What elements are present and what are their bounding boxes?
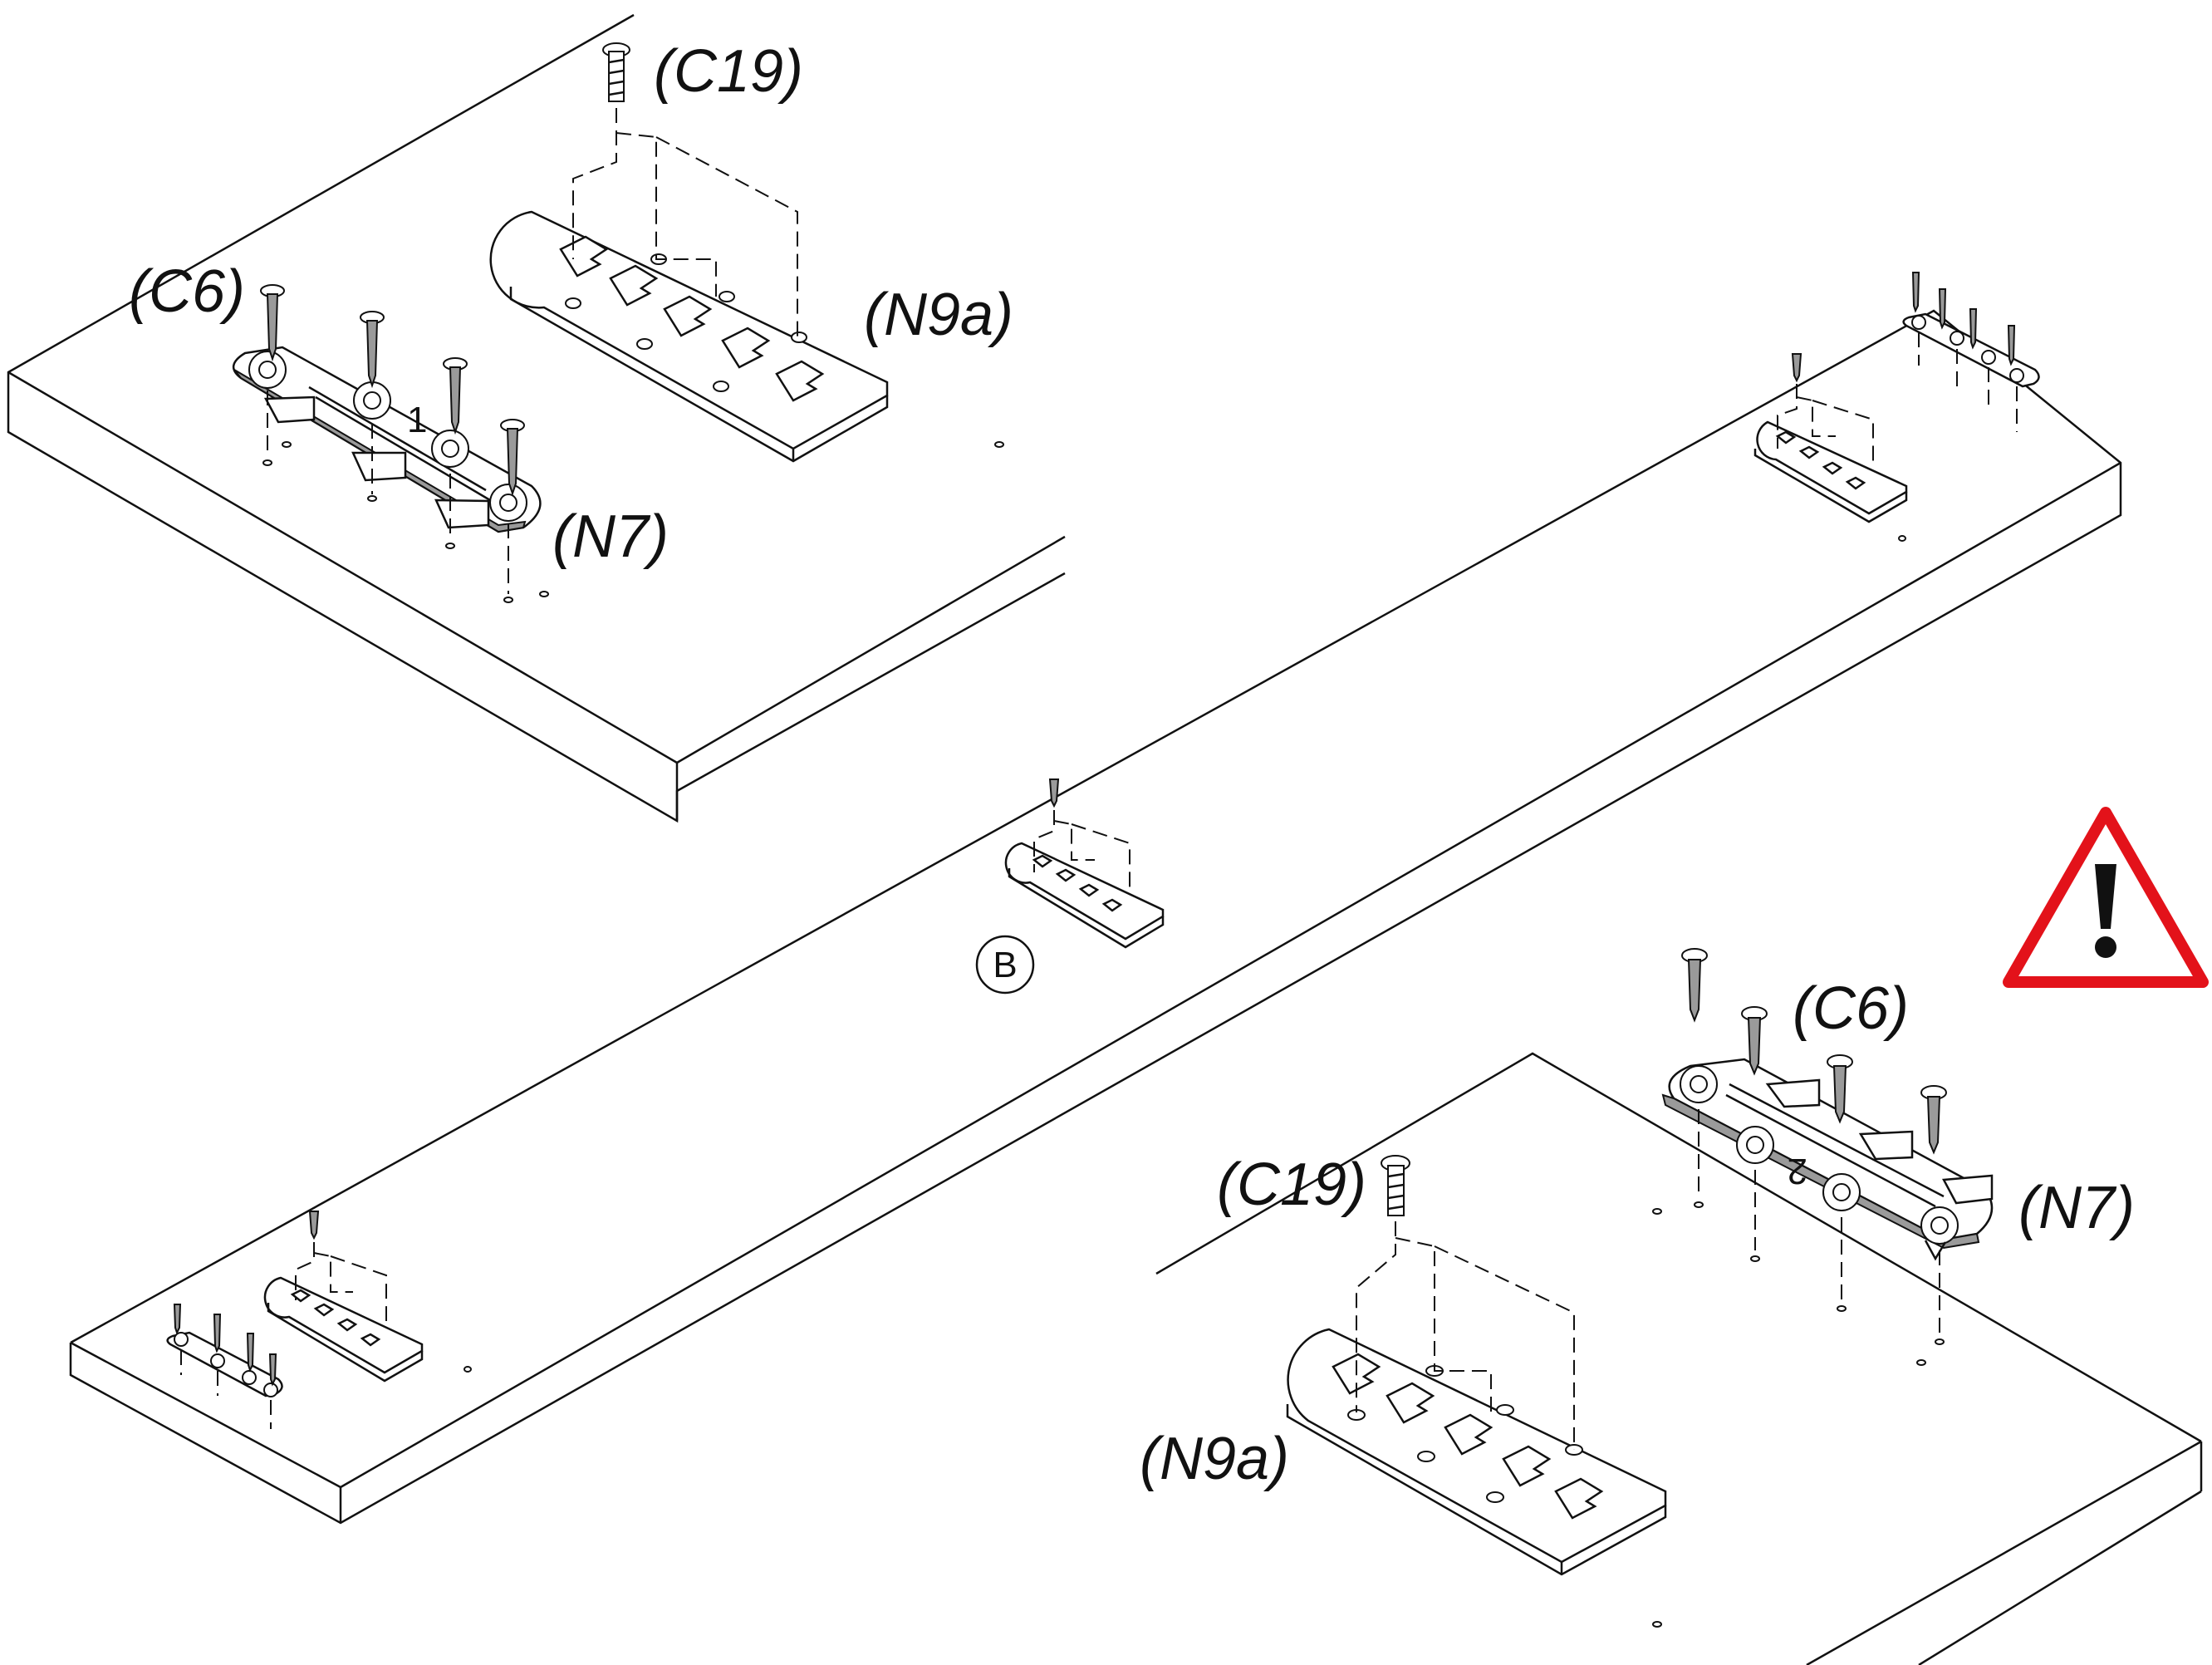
c6-screw bbox=[360, 311, 385, 389]
warning-triangle-icon bbox=[2003, 807, 2209, 988]
bottom-plate-n9a bbox=[1286, 1328, 1667, 1576]
label-bottom-c19: (C19) bbox=[1217, 1152, 1366, 1218]
label-bottom-c6: (C6) bbox=[1793, 975, 1909, 1042]
c6-screw bbox=[1741, 1006, 1768, 1076]
c6-screw bbox=[1827, 1054, 1853, 1124]
top-plate-n9a bbox=[489, 210, 889, 463]
c6-screw bbox=[500, 419, 525, 497]
label-top-c6: (C6) bbox=[129, 258, 245, 325]
bottom-c19-screw bbox=[1356, 1155, 1575, 1450]
c6-screw bbox=[443, 357, 468, 435]
label-bottom-n7: (N7) bbox=[2018, 1175, 2135, 1241]
top-c6-screws bbox=[260, 284, 1004, 603]
bottom-c6-screws bbox=[1652, 948, 1947, 1628]
c6-screw bbox=[1920, 1085, 1947, 1155]
label-top-n7: (N7) bbox=[552, 503, 669, 570]
label-top-n9a: (N9a) bbox=[864, 282, 1013, 348]
main-panel-near-bracket bbox=[166, 1304, 283, 1429]
label-top-c19: (C19) bbox=[654, 38, 803, 105]
top-bracket-n7: 1 bbox=[233, 346, 542, 533]
main-panel-near-plate bbox=[263, 1211, 424, 1383]
main-panel bbox=[69, 309, 2122, 1525]
main-panel-middle-plate bbox=[1004, 778, 1165, 949]
bottom-detail-panel bbox=[1155, 1052, 2203, 1665]
top-c19-screw bbox=[572, 42, 798, 337]
bracket-number-1: 1 bbox=[407, 400, 427, 440]
top-detail-panel bbox=[7, 13, 1066, 823]
c6-screw bbox=[260, 284, 285, 362]
main-panel-far-plate bbox=[1753, 353, 1908, 523]
main-panel-far-bracket bbox=[1902, 272, 2040, 432]
bracket-number-2: 2 bbox=[1788, 1151, 1807, 1191]
panel-b-marker: B bbox=[975, 935, 1035, 995]
c6-screw bbox=[1681, 948, 1708, 1023]
bottom-bracket-n7: 2 bbox=[1661, 1058, 1994, 1261]
label-bottom-n9a: (N9a) bbox=[1140, 1426, 1289, 1492]
panel-b-letter: B bbox=[993, 945, 1017, 985]
